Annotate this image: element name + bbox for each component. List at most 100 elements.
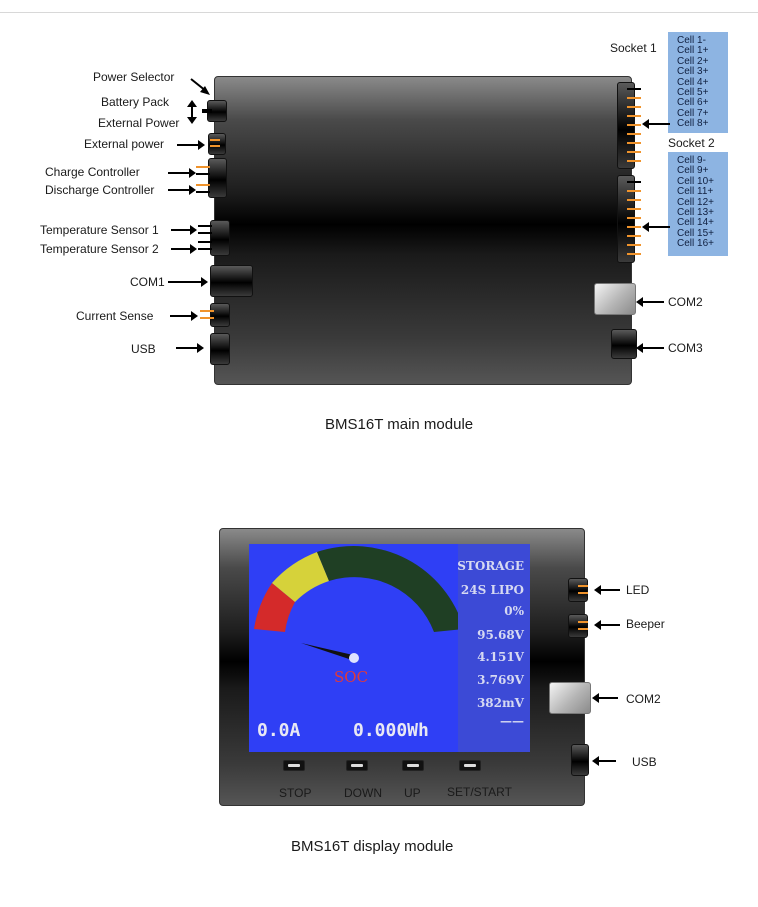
external-power-pin	[210, 145, 220, 147]
soc-percent-value: 0%	[504, 604, 524, 618]
socket2-connector	[617, 175, 635, 263]
com1-arrow	[168, 277, 208, 287]
gauge-red-segment	[254, 583, 295, 632]
temperature-sensor-2-arrow	[171, 244, 197, 254]
charge-controller-arrow	[168, 168, 196, 178]
soc-gauge	[254, 546, 464, 663]
main-module-caption: BMS16T main module	[325, 416, 474, 433]
stop-label: STOP	[279, 786, 312, 800]
com3-arrow	[636, 343, 664, 353]
min-cell-voltage-value: 3.769V	[477, 673, 524, 687]
down-label: DOWN	[344, 786, 382, 800]
status-panel: STORAGE 24S LIPO 0% 95.68V 4.151V 3.769V…	[457, 544, 530, 752]
cell-label: Cell 14+	[677, 217, 714, 229]
current-sense-arrow	[170, 311, 198, 321]
socket2-pin	[627, 244, 641, 246]
socket2-pin	[627, 253, 641, 255]
led-pin	[578, 592, 588, 594]
top-divider	[0, 12, 758, 13]
socket2-pin	[627, 181, 641, 183]
led-connector	[568, 578, 588, 602]
power-selector-label: Power Selector	[93, 70, 175, 84]
socket2-cell-list: Cell 9- Cell 9+ Cell 10+ Cell 11+ Cell 1…	[668, 152, 728, 256]
charge-discharge-connector	[208, 158, 227, 198]
external-power-connector	[208, 133, 226, 155]
beeper-pin	[578, 628, 588, 630]
discharge-controller-label: Discharge Controller	[45, 183, 155, 197]
set-start-button[interactable]	[459, 760, 481, 771]
external-power-arrow	[177, 140, 205, 150]
com1-connector	[210, 265, 253, 297]
cell-label: Cell 10+	[677, 175, 714, 187]
gauge-yellow-segment	[272, 552, 329, 602]
beeper-pin	[578, 621, 588, 623]
down-button[interactable]	[346, 760, 368, 771]
status-dash: ——	[500, 714, 524, 728]
battery-external-double-arrow	[187, 100, 197, 124]
up-label: UP	[404, 786, 421, 800]
temperature-pin	[198, 241, 212, 243]
cell-delta-value: 382mV	[476, 696, 524, 710]
socket1-cell-list: Cell 1- Cell 1+ Cell 2+ Cell 3+ Cell 4+ …	[668, 32, 728, 133]
com2-arrow	[636, 297, 664, 307]
temperature-pin	[198, 225, 212, 227]
display-usb-arrow	[592, 756, 616, 766]
charge-controller-label: Charge Controller	[45, 165, 140, 179]
usb-connector	[210, 333, 230, 365]
socket2-pin	[627, 217, 641, 219]
led-pin	[578, 585, 588, 587]
stop-button[interactable]	[283, 760, 305, 771]
gauge-hub	[349, 653, 359, 663]
beeper-label: Beeper	[626, 617, 665, 631]
discharge-controller-arrow	[168, 185, 196, 195]
current-readout: 0.0A	[257, 720, 301, 741]
com2-label: COM2	[668, 295, 703, 309]
cell-label: Cell 15+	[677, 227, 714, 239]
cell-label: Cell 8+	[677, 118, 709, 130]
socket2-label: Socket 2	[668, 136, 715, 150]
socket2-pin	[627, 226, 641, 228]
energy-readout: 0.000Wh	[353, 720, 429, 741]
display-usb-label: USB	[632, 755, 657, 769]
discharge-pin	[196, 184, 210, 186]
power-selector-arrow	[190, 78, 210, 95]
led-label: LED	[626, 583, 650, 597]
temperature-sensor-1-label: Temperature Sensor 1	[40, 223, 159, 237]
socket1-pin	[627, 151, 641, 153]
external-power-label: External power	[84, 137, 165, 151]
external-power-pin	[210, 139, 220, 141]
socket1-pin	[627, 142, 641, 144]
soc-label: SOC	[334, 668, 369, 686]
main-module-body	[214, 76, 632, 385]
cell-label: Cell 1+	[677, 45, 709, 57]
com2-connector	[594, 283, 636, 315]
usb-label: USB	[131, 342, 156, 356]
cell-label: Cell 16+	[677, 238, 714, 250]
cell-label: Cell 6+	[677, 97, 709, 109]
usb-arrow	[176, 343, 204, 353]
lcd-screen: SOC 0.0A 0.000Wh STORAGE 24S LIPO 0% 95.…	[249, 544, 530, 752]
cell-label: Cell 3+	[677, 66, 709, 78]
cell-label: Cell 7+	[677, 107, 709, 119]
socket2-arrow	[642, 222, 670, 232]
socket2-pin	[627, 208, 641, 210]
battery-pack-label: Battery Pack	[101, 95, 170, 109]
current-sense-connector	[210, 303, 230, 327]
cell-label: Cell 12+	[677, 196, 714, 208]
cell-label: Cell 5+	[677, 87, 709, 99]
socket2-pin	[627, 199, 641, 201]
temperature-sensor-1-arrow	[171, 225, 197, 235]
display-module-caption: BMS16T display module	[291, 838, 454, 855]
beeper-arrow	[594, 620, 620, 630]
gauge-green-segment	[317, 546, 464, 632]
display-com2-arrow	[592, 693, 618, 703]
discharge-pin	[196, 191, 210, 193]
up-button[interactable]	[402, 760, 424, 771]
temperature-connector	[210, 220, 230, 256]
mode-value: STORAGE	[457, 559, 524, 573]
charge-pin	[196, 173, 210, 175]
charge-pin	[196, 166, 210, 168]
cell-label: Cell 13+	[677, 207, 714, 219]
set-start-label: SET/START	[447, 785, 512, 799]
socket1-pin	[627, 115, 641, 117]
